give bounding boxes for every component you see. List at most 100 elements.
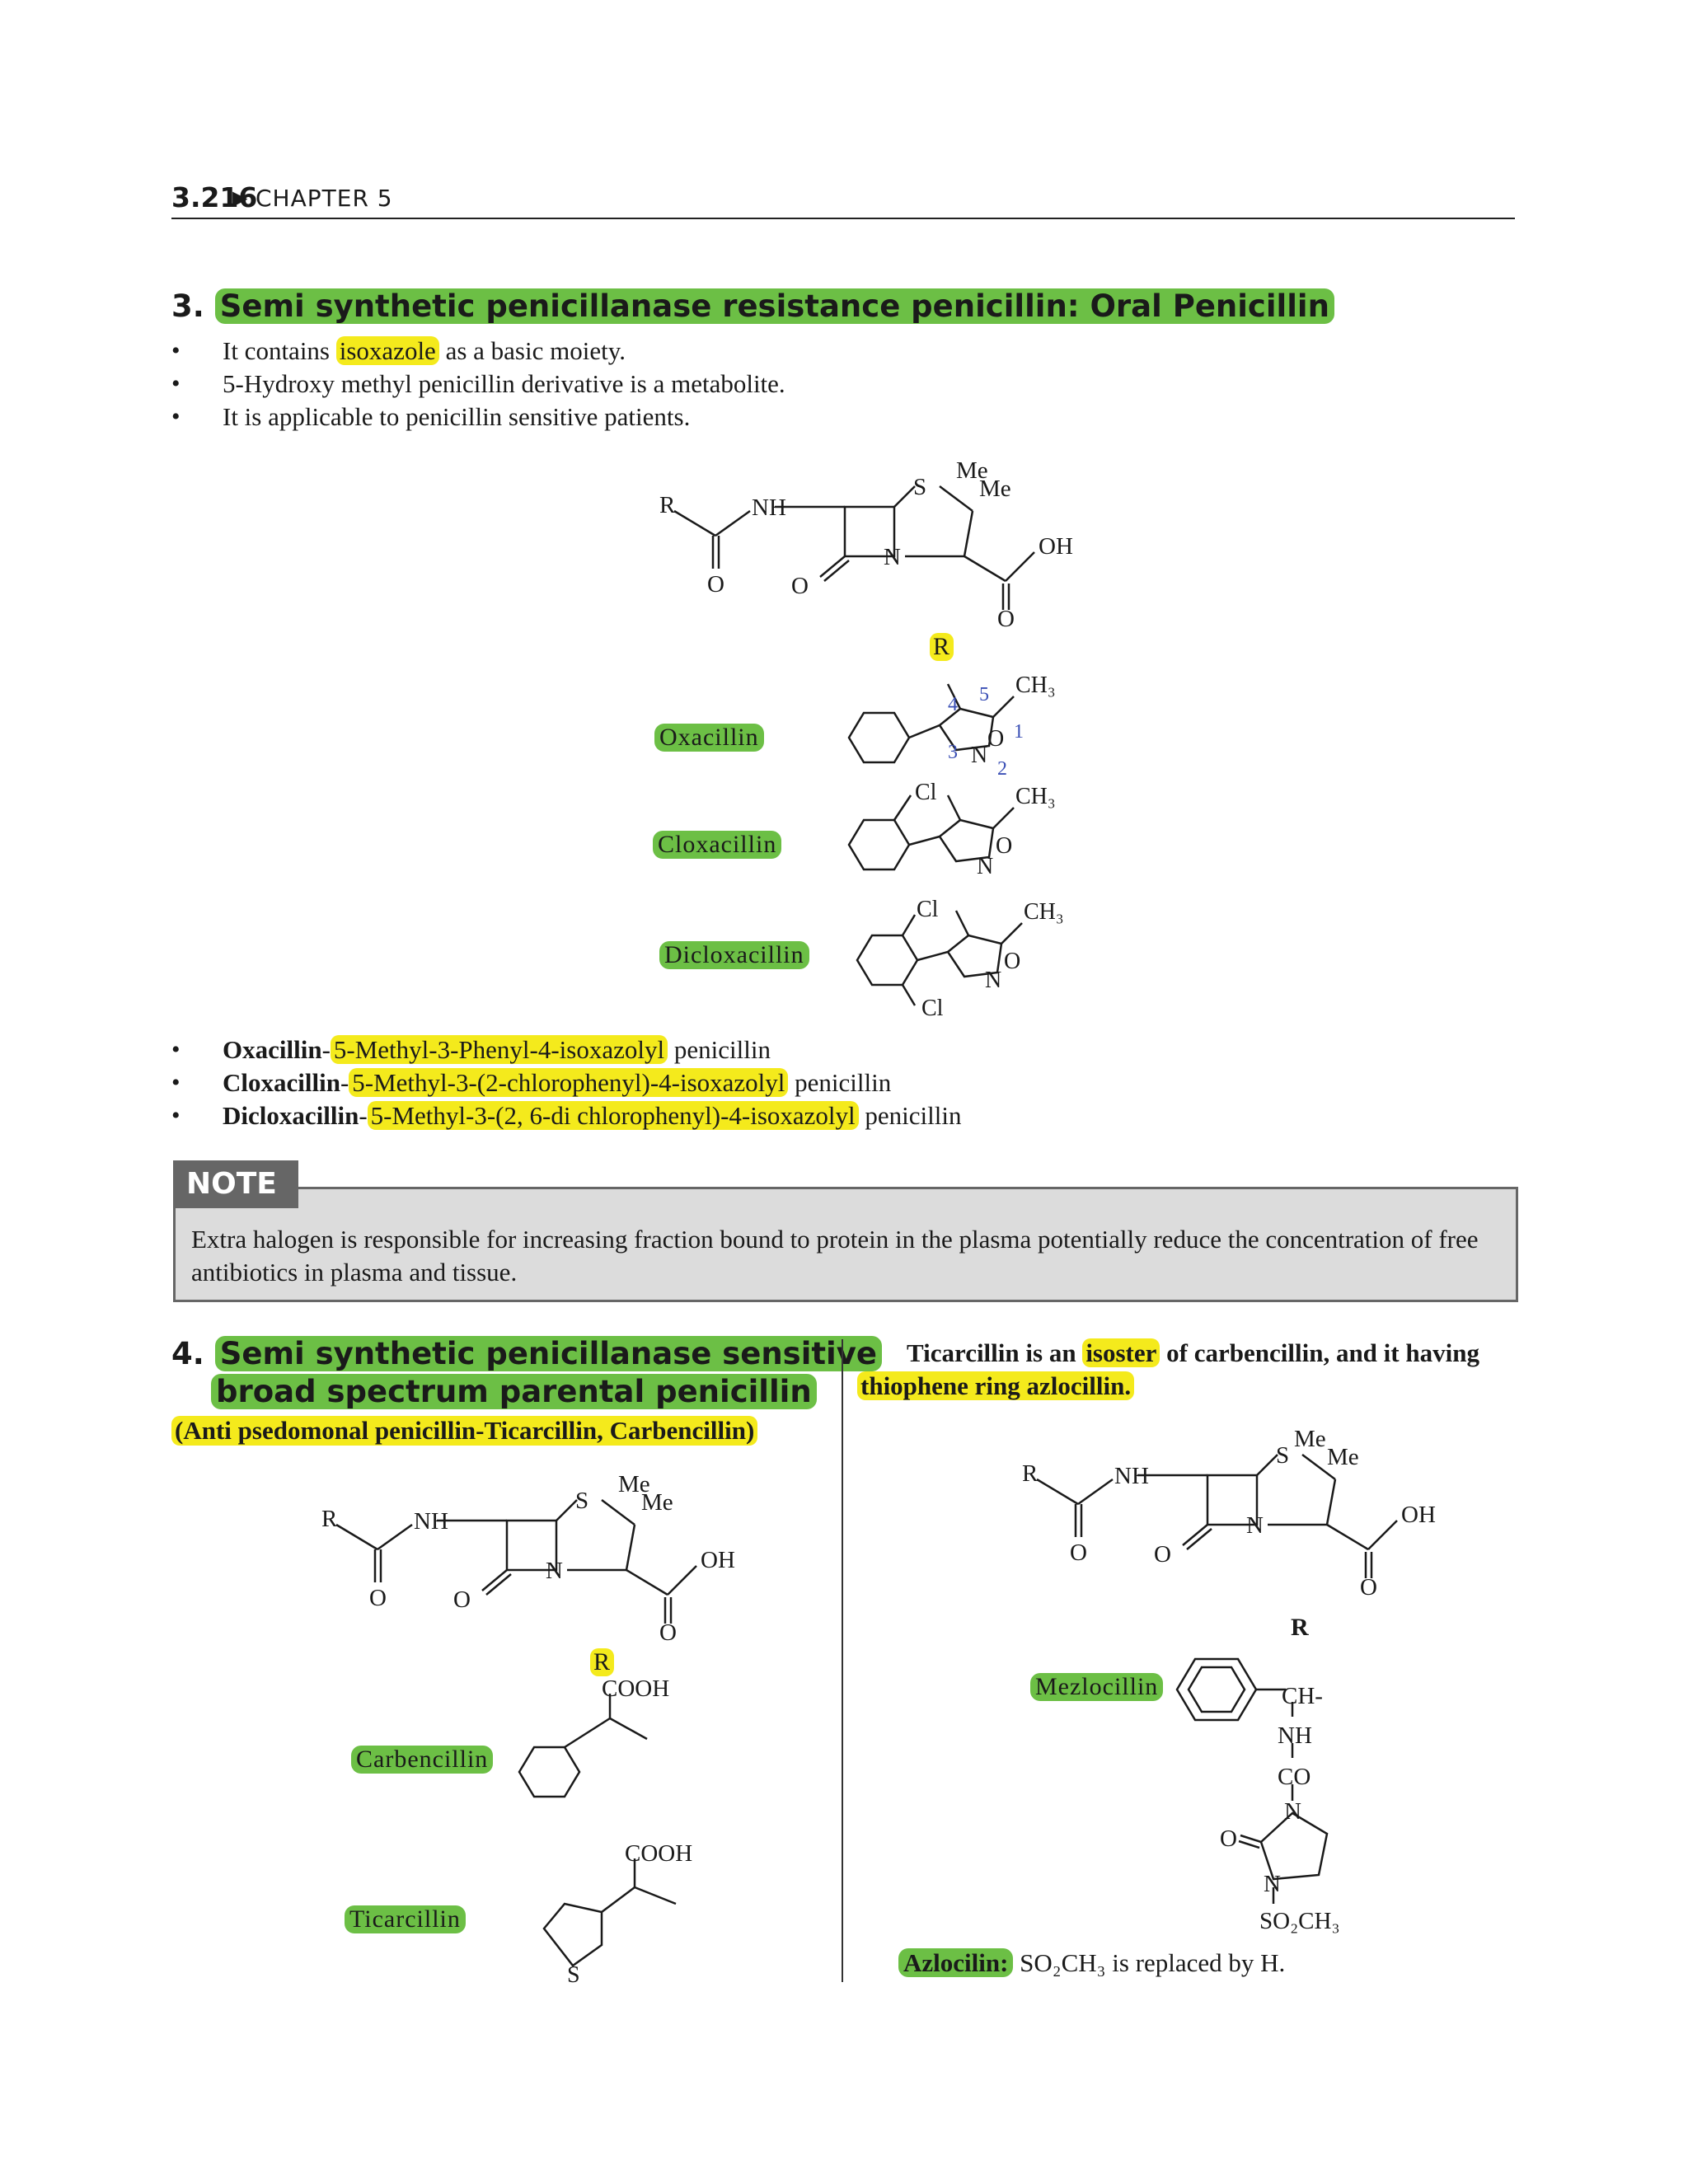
section3-number: 3. [171,288,204,324]
svg-text:2: 2 [997,758,1007,780]
penicillin-core-structure-top: R NH S Me Me N OH O O O [659,457,1073,632]
core-o1: O [707,571,724,598]
section3-r-label: R [930,633,954,661]
svg-text:CH₃: CH₃ [1015,784,1056,809]
svg-text:SO₂CH₃: SO₂CH₃ [1259,1908,1340,1934]
section4-subtitle: (Anti psedomonal penicillin-Ticarcillin,… [171,1416,758,1446]
svg-text:N: N [985,968,1001,993]
svg-text:R: R [1022,1460,1039,1487]
svg-text:O: O [1220,1825,1237,1852]
mezlocillin-label: Mezlocillin [1030,1673,1164,1701]
svg-text:N: N [1246,1512,1264,1539]
svg-text:O: O [659,1619,677,1646]
svg-text:NH: NH [1278,1722,1312,1749]
svg-text:CH₃: CH₃ [1015,673,1056,698]
svg-text:Me: Me [641,1489,673,1516]
dicloxacillin-structure: Cl Cl CH₃ O N [856,897,1064,1021]
section3-bullets: It contains isoxazole as a basic moiety.… [171,335,785,434]
svg-text:Cl: Cl [921,996,944,1021]
svg-text:R: R [321,1506,338,1532]
penicillin-core-structure-right: R NH S Me Me N OH O O O [1022,1426,1436,1601]
svg-text:O: O [1004,949,1020,974]
svg-text:Cl: Cl [915,780,937,805]
carbencillin-structure: COOH [518,1675,669,1798]
svg-text:Cl: Cl [917,897,939,922]
oxacillin-label: Oxacillin [654,724,764,752]
svg-text:CO: CO [1278,1764,1311,1790]
svg-text:Me: Me [618,1471,650,1497]
svg-text:O: O [453,1586,471,1613]
page-number: 3.216 [171,181,258,213]
section3-heading: 3. Semi synthetic penicillanase resistan… [171,288,1334,324]
cloxacillin-structure: Cl CH₃ O N [847,780,1056,879]
column-divider [842,1339,843,1982]
ticarcillin-cooh: COOH [625,1840,692,1867]
svg-text:1: 1 [1014,721,1024,743]
svg-text:OH: OH [1401,1502,1436,1528]
svg-text:S: S [1276,1442,1289,1469]
section4-title-line2: broad spectrum parental penicillin [211,1374,817,1409]
core-s: S [913,474,926,500]
core-o2: O [791,573,809,599]
svg-text:N: N [546,1558,563,1584]
svg-text:OH: OH [701,1547,735,1573]
core-o3: O [997,606,1015,632]
oxacillin-name: Oxacillin-5-Methyl-3-Phenyl-4-isoxazolyl… [171,1033,962,1066]
ticarcillin-structure: COOH S [542,1840,692,1986]
svg-text:NH: NH [414,1508,448,1535]
core-n: N [884,544,901,570]
header-rule [171,218,1515,219]
section3-title: Semi synthetic penicillanase resistance … [214,288,1334,324]
section4-heading: 4. Semi synthetic penicillanase sensitiv… [171,1335,882,1411]
svg-text:3: 3 [948,742,958,763]
cloxacillin-label: Cloxacillin [653,831,782,859]
dicloxacillin-label: Dicloxacillin [659,941,809,969]
dicloxacillin-name: Dicloxacillin-5-Methyl-3-(2, 6-di chloro… [171,1099,962,1132]
bullet-applicable: It is applicable to penicillin sensitive… [171,401,785,434]
svg-text:5: 5 [979,684,989,705]
note-box [173,1187,1518,1302]
svg-text:4: 4 [948,694,958,715]
svg-text:CH₃: CH₃ [1024,899,1064,925]
note-text: Extra halogen is responsible for increas… [191,1225,1479,1286]
svg-text:N: N [977,854,993,879]
right-intro: Ticarcillin is an isoster of carbencilli… [857,1337,1517,1403]
cloxacillin-name: Cloxacillin-5-Methyl-3-(2-chlorophenyl)-… [171,1066,962,1099]
chapter-label: CHAPTER 5 [256,185,393,212]
bullet-metabolite: 5-Hydroxy methyl penicillin derivative i… [171,368,785,401]
core-me2: Me [979,476,1011,502]
ticarcillin-label: Ticarcillin [345,1905,466,1933]
svg-text:S: S [575,1488,588,1514]
svg-text:N: N [971,743,987,768]
svg-text:CH-: CH- [1282,1683,1323,1709]
svg-text:N: N [1264,1871,1281,1897]
svg-text:O: O [1360,1574,1377,1601]
core-me1: Me [956,457,988,484]
oxacillin-structure: CH₃ O N 5 4 3 2 1 [847,673,1056,780]
azlocilin-note: Azlocilin: SO₂CH₃ is replaced by H. [898,1948,1285,1978]
section4-title-line1: Semi synthetic penicillanase sensitive [214,1336,882,1371]
penicillin-core-structure-left: R NH S Me Me N OH O O O [321,1471,735,1646]
core-nh: NH [752,494,786,521]
svg-text:O: O [1070,1540,1087,1566]
bullet-isoxazole: It contains isoxazole as a basic moiety. [171,335,785,368]
section4-r-label: R [590,1648,615,1676]
note-tab: NOTE [173,1160,298,1208]
carbencillin-cooh: COOH [602,1675,669,1702]
svg-text:Me: Me [1327,1444,1359,1470]
svg-text:N: N [1284,1798,1301,1825]
section3-names: Oxacillin-5-Methyl-3-Phenyl-4-isoxazolyl… [171,1033,962,1132]
svg-text:O: O [1154,1541,1171,1568]
mezlocillin-structure: CH- NH CO N O N SO₂CH₃ [1175,1657,1340,1934]
core-r: R [659,492,676,518]
svg-text:NH: NH [1114,1463,1149,1489]
right-r-label: R [1291,1614,1309,1641]
svg-text:O: O [987,726,1004,752]
section4-number: 4. [171,1336,204,1371]
carbencillin-label: Carbencillin [351,1746,494,1774]
svg-text:S: S [567,1962,580,1986]
svg-text:O: O [996,833,1012,859]
svg-text:Me: Me [1294,1426,1326,1452]
svg-text:O: O [369,1585,387,1611]
core-oh: OH [1039,533,1073,560]
